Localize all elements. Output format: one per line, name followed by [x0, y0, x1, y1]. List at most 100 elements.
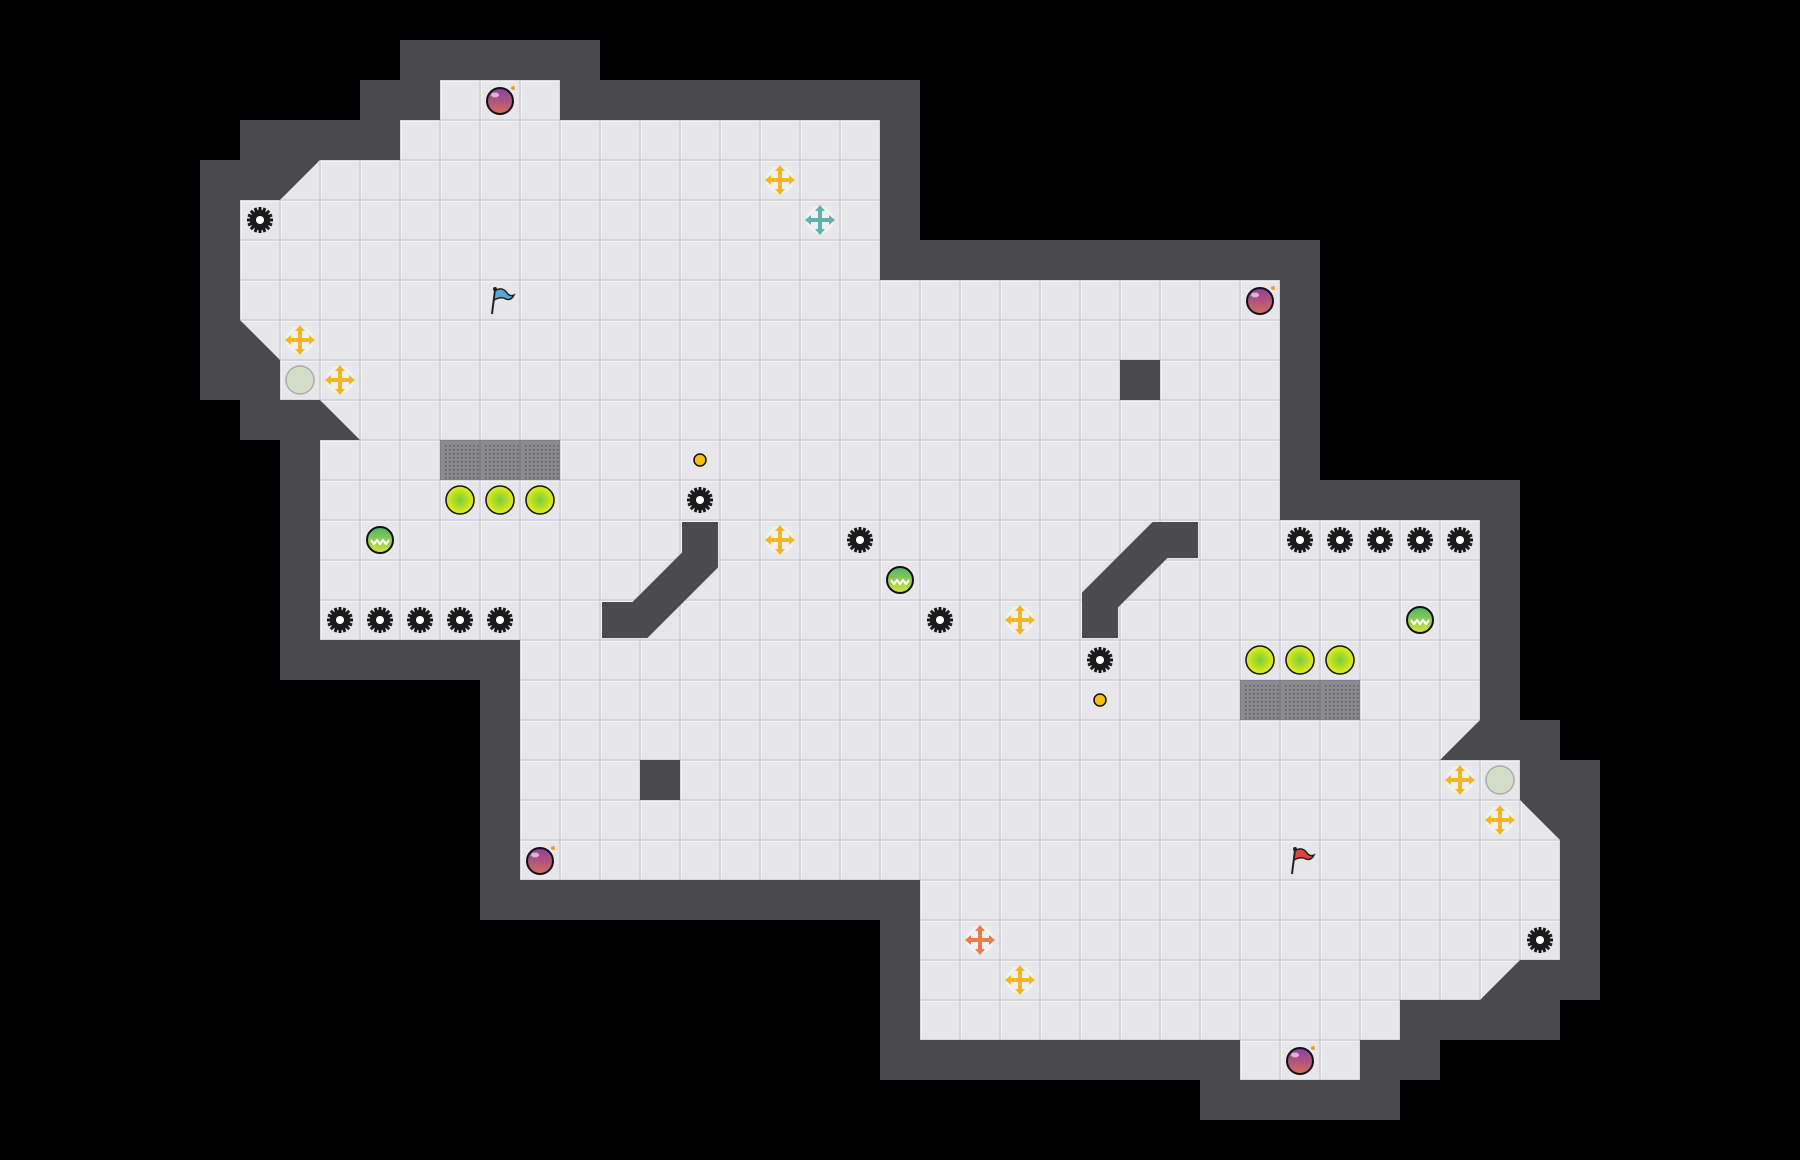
floor-tile	[480, 280, 520, 320]
floor-tile	[800, 600, 840, 640]
floor-tile	[600, 760, 640, 800]
floor-tile	[920, 840, 960, 880]
floor-tile	[400, 280, 440, 320]
floor-tile	[800, 760, 840, 800]
floor-tile	[560, 160, 600, 200]
floor-tile	[400, 560, 440, 600]
wall-tile	[1160, 240, 1200, 280]
floor-tile	[320, 560, 360, 600]
floor-tile	[360, 360, 400, 400]
floor-tile	[1040, 400, 1080, 440]
floor-tile	[1160, 360, 1200, 400]
floor-tile	[1280, 960, 1320, 1000]
floor-tile	[1360, 600, 1400, 640]
floor-tile	[640, 160, 680, 200]
floor-tile	[920, 480, 960, 520]
wall-tile	[1080, 240, 1120, 280]
floor-tile	[680, 600, 720, 640]
floor-tile	[280, 240, 320, 280]
floor-tile	[320, 520, 360, 560]
floor-tile	[480, 560, 520, 600]
floor-tile	[360, 480, 400, 520]
floor-tile	[600, 480, 640, 520]
floor-tile	[520, 80, 560, 120]
floor-tile	[1080, 1000, 1120, 1040]
floor-tile	[1200, 360, 1240, 400]
grate-icon	[440, 440, 480, 480]
floor-tile	[960, 880, 1000, 920]
floor-tile	[920, 960, 960, 1000]
floor-tile	[1160, 560, 1200, 600]
wall-tile	[1040, 240, 1080, 280]
saw-blade-icon	[840, 520, 880, 560]
floor-tile	[1440, 840, 1480, 880]
floor-tile	[1320, 920, 1360, 960]
floor-tile	[960, 520, 1000, 560]
floor-tile	[1240, 1000, 1280, 1040]
floor-tile	[1200, 520, 1240, 560]
floor-tile	[1160, 760, 1200, 800]
saw-blade-icon	[1080, 640, 1120, 680]
floor-tile	[1240, 600, 1280, 640]
wall-tile	[1280, 360, 1320, 400]
floor-tile	[560, 200, 600, 240]
wall-tile	[600, 880, 640, 920]
floor-tile	[1000, 760, 1040, 800]
gold-dot-icon	[680, 440, 720, 480]
pale-circle-icon	[280, 360, 320, 400]
floor-tile	[880, 840, 920, 880]
wall-tile	[920, 1040, 960, 1080]
floor-tile	[280, 200, 320, 240]
goal-flag-icon	[1280, 840, 1320, 880]
floor-tile	[840, 560, 880, 600]
wall-tile	[840, 880, 880, 920]
wall-tile	[480, 880, 520, 920]
floor-tile	[1320, 840, 1360, 880]
floor-tile	[1320, 800, 1360, 840]
floor-tile	[560, 280, 600, 320]
floor-tile	[1240, 520, 1280, 560]
floor-tile	[600, 120, 640, 160]
coin-icon	[1240, 640, 1280, 680]
floor-tile	[720, 360, 760, 400]
floor-tile	[1400, 840, 1440, 880]
wall-tile	[560, 80, 600, 120]
floor-tile	[720, 200, 760, 240]
floor-tile	[600, 800, 640, 840]
wall-tile	[320, 120, 360, 160]
wall-tile	[1440, 480, 1480, 520]
floor-tile	[960, 320, 1000, 360]
grate-icon	[1280, 680, 1320, 720]
wall-tile	[1280, 320, 1320, 360]
floor-tile	[400, 240, 440, 280]
floor-tile	[320, 440, 360, 480]
floor-tile	[920, 800, 960, 840]
floor-tile	[440, 360, 480, 400]
floor-tile	[1200, 800, 1240, 840]
floor-tile	[640, 120, 680, 160]
floor-tile	[1040, 320, 1080, 360]
floor-tile	[720, 520, 760, 560]
striped-ball-icon	[880, 560, 920, 600]
wall-tile	[1320, 480, 1360, 520]
wall-tile	[1520, 960, 1560, 1000]
floor-tile	[1080, 480, 1120, 520]
floor-tile	[720, 120, 760, 160]
floor-tile	[1320, 1000, 1360, 1040]
floor-tile	[880, 400, 920, 440]
floor-tile	[400, 200, 440, 240]
wall-tile	[1240, 240, 1280, 280]
floor-tile	[1080, 880, 1120, 920]
floor-tile	[560, 760, 600, 800]
wall-tile	[680, 880, 720, 920]
floor-tile	[1360, 560, 1400, 600]
floor-tile	[840, 480, 880, 520]
wall-tile	[1120, 1040, 1160, 1080]
move-cross-yellow-icon	[760, 160, 800, 200]
floor-tile	[520, 560, 560, 600]
pale-circle-icon	[1480, 760, 1520, 800]
floor-tile	[560, 840, 600, 880]
floor-tile	[960, 960, 1000, 1000]
floor-tile	[520, 640, 560, 680]
